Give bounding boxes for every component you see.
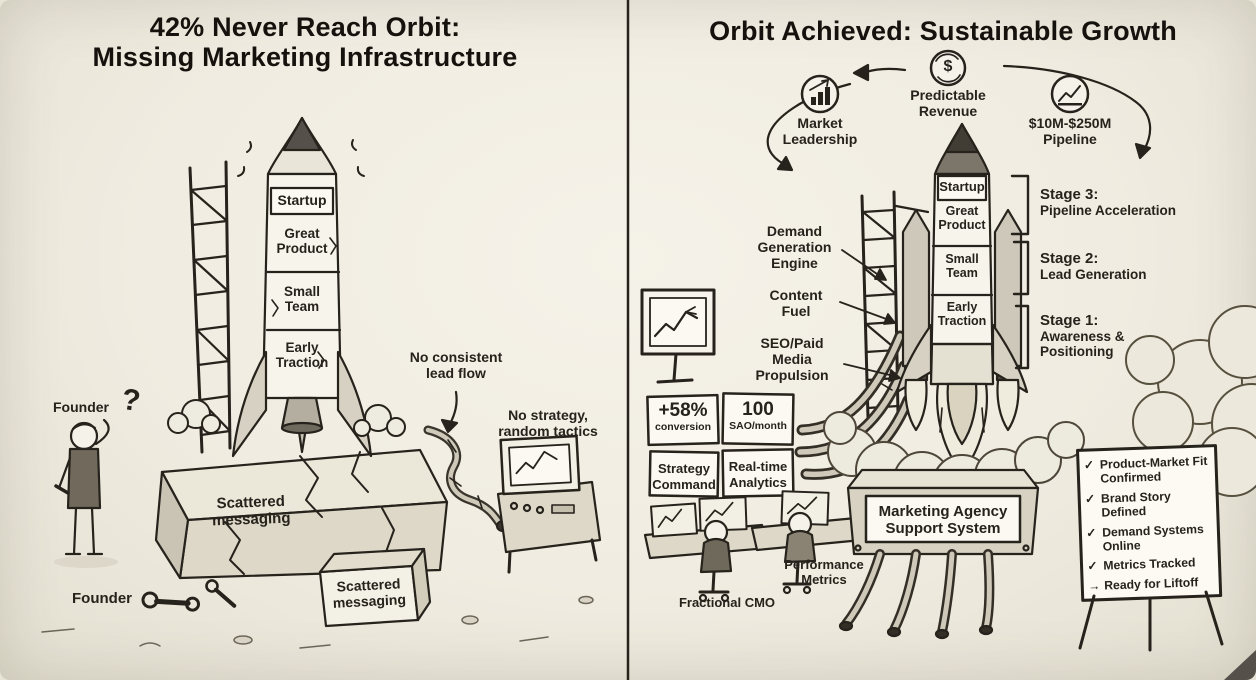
stage-3-title: Stage 3: bbox=[1040, 186, 1099, 203]
rocket-right-section-3: Early Traction bbox=[937, 300, 987, 329]
rocket-right bbox=[895, 122, 1029, 394]
rocket-left-name: Startup bbox=[277, 192, 327, 208]
wrench-icons bbox=[141, 579, 237, 612]
checklist-item: ✓ Brand Story Defined bbox=[1085, 488, 1210, 521]
checklist-item: ✓ Metrics Tracked bbox=[1087, 555, 1211, 574]
metric-label-sao: SAO/month bbox=[729, 419, 787, 432]
metric-box-frames bbox=[646, 392, 795, 498]
rocket-left-section-3: Early Traction bbox=[275, 340, 329, 371]
left-title-line2: Missing Marketing Infrastructure bbox=[92, 42, 518, 72]
stage-1-label: Stage 1: Awareness & Positioning bbox=[1040, 312, 1152, 360]
pad-label: Scattered messaging bbox=[211, 492, 291, 530]
founder-figure bbox=[54, 418, 118, 568]
orbit-path bbox=[766, 63, 1152, 172]
stage-brackets bbox=[1010, 174, 1030, 370]
control-console-left bbox=[496, 434, 602, 574]
rocket-left-section-2: Small Team bbox=[283, 284, 321, 315]
rocket-flames bbox=[904, 378, 1020, 474]
checklist: ✓ Product-Market Fit Confirmed ✓ Brand S… bbox=[1084, 454, 1213, 598]
stage-2-label: Stage 2: Lead Generation bbox=[1040, 250, 1190, 282]
check-icon: ✓ bbox=[1084, 491, 1096, 506]
checklist-board bbox=[1076, 444, 1224, 652]
rocket-right-name: Startup bbox=[939, 179, 985, 194]
metric-box-conversion: +58% conversion bbox=[648, 398, 718, 433]
check-text: Metrics Tracked bbox=[1103, 555, 1196, 573]
performance-metrics-label: Performance Metrics bbox=[784, 557, 864, 587]
check-icon: ✓ bbox=[1087, 559, 1098, 574]
pipeline-label: $10M-$250M Pipeline bbox=[1028, 115, 1112, 147]
metric-value-sao: 100 bbox=[742, 399, 774, 420]
question-mark: ? bbox=[119, 382, 143, 419]
dollar-icon: $ bbox=[943, 58, 953, 75]
rocket-left bbox=[231, 116, 373, 458]
check-text: Demand Systems Online bbox=[1101, 521, 1204, 554]
control-desks bbox=[643, 490, 864, 603]
pipeline-chart-icon bbox=[1050, 74, 1090, 114]
input-label-arrows bbox=[839, 249, 901, 382]
check-icon: ✓ bbox=[1083, 457, 1095, 473]
founder-label-bottom: Founder bbox=[72, 590, 132, 607]
demand-generation-label: Demand Generation Engine bbox=[757, 223, 832, 271]
ground-texture-left bbox=[41, 595, 594, 649]
stage-3-desc: Pipeline Acceleration bbox=[1040, 203, 1177, 219]
metric-value-realtime: Real-time bbox=[728, 459, 788, 474]
metric-value-conversion: +58% bbox=[658, 400, 708, 421]
support-system-label: Marketing Agency Support System bbox=[878, 503, 1008, 538]
founder-label-top: Founder bbox=[53, 399, 109, 415]
stage-3-label: Stage 3: Pipeline Acceleration bbox=[1040, 186, 1198, 218]
left-title-line1: 42% Never Reach Orbit: bbox=[149, 12, 461, 42]
annotation-lead-flow: No consistent lead flow bbox=[409, 349, 503, 381]
corner-mark bbox=[1224, 650, 1256, 680]
shake-marks bbox=[237, 139, 365, 177]
scattered-crate bbox=[318, 547, 432, 628]
arrow-icon: → bbox=[1087, 578, 1101, 593]
stage-1-desc: Awareness & Positioning bbox=[1040, 329, 1125, 360]
market-leadership-label: Market Leadership bbox=[782, 115, 858, 147]
background-clouds-right bbox=[1125, 305, 1256, 497]
checklist-item: ✓ Product-Market Fit Confirmed bbox=[1084, 454, 1209, 487]
fractional-cmo-label: Fractional CMO bbox=[678, 595, 776, 610]
metric-label-analytics: Analytics bbox=[729, 474, 787, 490]
checklist-item: → Ready for Liftoff bbox=[1088, 575, 1212, 594]
rocket-right-section-1: Great Product bbox=[938, 204, 986, 233]
check-text: Ready for Liftoff bbox=[1103, 575, 1199, 593]
stage-2-desc: Lead Generation bbox=[1040, 267, 1147, 283]
metric-box-realtime-analytics: Real-time Analytics bbox=[723, 456, 793, 490]
metric-box-sao: 100 SAO/month bbox=[723, 397, 793, 432]
annotation-no-strategy: No strategy, random tactics bbox=[498, 407, 598, 439]
right-title: Orbit Achieved: Sustainable Growth bbox=[709, 16, 1177, 46]
metric-box-strategy-command: Strategy Command bbox=[650, 458, 718, 492]
support-system-box bbox=[846, 468, 1040, 556]
chart-monitor bbox=[640, 288, 716, 384]
seo-paid-media-label: SEO/Paid Media Propulsion bbox=[755, 335, 829, 383]
rocket-left-section-1: Great Product bbox=[276, 226, 328, 257]
rocket-right-section-2: Small Team bbox=[945, 252, 979, 281]
smoke-puffs-left bbox=[167, 399, 406, 437]
content-fuel-label: Content Fuel bbox=[769, 287, 823, 319]
metric-value-strategy: Strategy bbox=[657, 461, 711, 476]
predictable-revenue-icon bbox=[929, 49, 967, 87]
crate-label: Scattered messaging bbox=[332, 575, 407, 611]
check-text: Brand Story Defined bbox=[1100, 488, 1171, 520]
stage-1-title: Stage 1: bbox=[1040, 312, 1099, 329]
predictable-revenue-label: Predictable Revenue bbox=[910, 87, 986, 119]
lead-flow-arrow bbox=[440, 390, 459, 434]
metric-label-conversion: conversion bbox=[654, 420, 712, 433]
checklist-item: ✓ Demand Systems Online bbox=[1086, 521, 1211, 554]
support-pipes bbox=[838, 549, 995, 640]
metric-label-command: Command bbox=[652, 476, 716, 492]
stage-2-title: Stage 2: bbox=[1040, 250, 1099, 267]
check-text: Product-Market Fit Confirmed bbox=[1099, 453, 1208, 487]
check-icon: ✓ bbox=[1085, 525, 1097, 540]
market-leadership-icon bbox=[800, 74, 840, 114]
